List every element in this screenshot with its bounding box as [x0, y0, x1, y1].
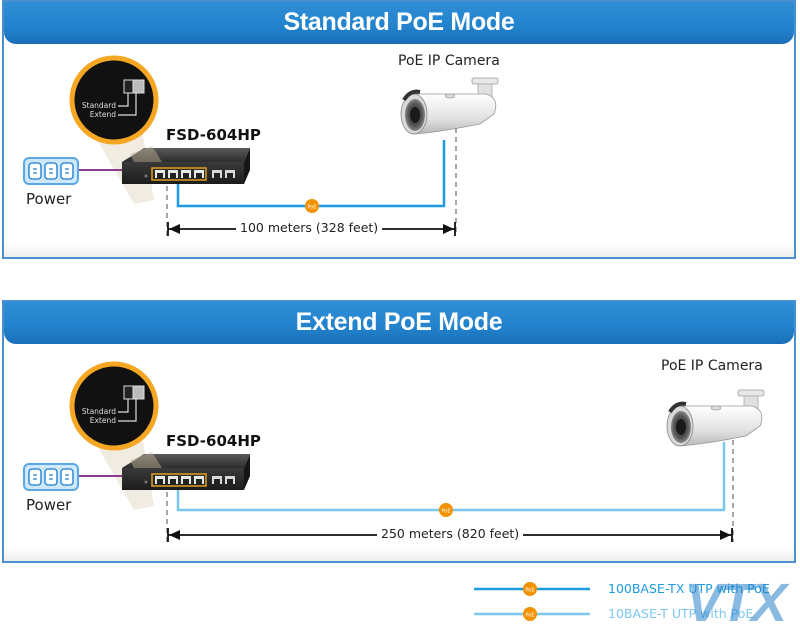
svg-text:PoE: PoE [441, 509, 450, 515]
inset-label-extend: Extend [90, 416, 116, 425]
power-label: Power [26, 496, 72, 514]
camera-label: PoE IP Camera [661, 358, 763, 374]
extend-diagram: PoE [23, 364, 766, 542]
watermark-logo: VTX [686, 573, 787, 633]
poe-badge-icon: PoE [439, 503, 453, 517]
switch-model-label: FSD-604HP [166, 126, 261, 144]
legend: PoE PoE [474, 582, 590, 621]
ip-camera-icon [665, 388, 766, 448]
panel-title: Extend PoE Mode [4, 302, 794, 344]
svg-text:PoE: PoE [525, 588, 534, 594]
legend-line-10base-t: PoE [474, 607, 590, 621]
panel-title: Standard PoE Mode [4, 2, 794, 44]
switch-model-label: FSD-604HP [166, 432, 261, 450]
power-outlet-icon [23, 463, 79, 491]
distance-label: 250 meters (820 feet) [377, 526, 524, 541]
ip-camera-icon [399, 76, 500, 136]
switch-icon [121, 145, 251, 185]
poe-badge-icon: PoE [305, 199, 319, 213]
standard-diagram: PoE [23, 58, 500, 236]
switch-icon [121, 451, 251, 491]
distance-label: 100 meters (328 feet) [236, 220, 383, 235]
svg-text:PoE: PoE [525, 613, 534, 619]
power-outlet-icon [23, 157, 79, 185]
power-label: Power [26, 190, 72, 208]
legend-label-10base-t: 10BASE-T UTP with PoE [608, 606, 754, 621]
inset-label-extend: Extend [90, 110, 116, 119]
legend-label-100base-tx: 100BASE-TX UTP with PoE [608, 581, 770, 596]
panel-fade [4, 547, 794, 561]
inset-label-standard: Standard [82, 101, 116, 110]
svg-text:PoE: PoE [307, 205, 316, 211]
panel-fade [4, 243, 794, 257]
legend-line-100base-tx: PoE [474, 582, 590, 596]
camera-label: PoE IP Camera [398, 53, 500, 69]
utp-cable-10base-t [176, 442, 726, 512]
inset-label-standard: Standard [82, 407, 116, 416]
